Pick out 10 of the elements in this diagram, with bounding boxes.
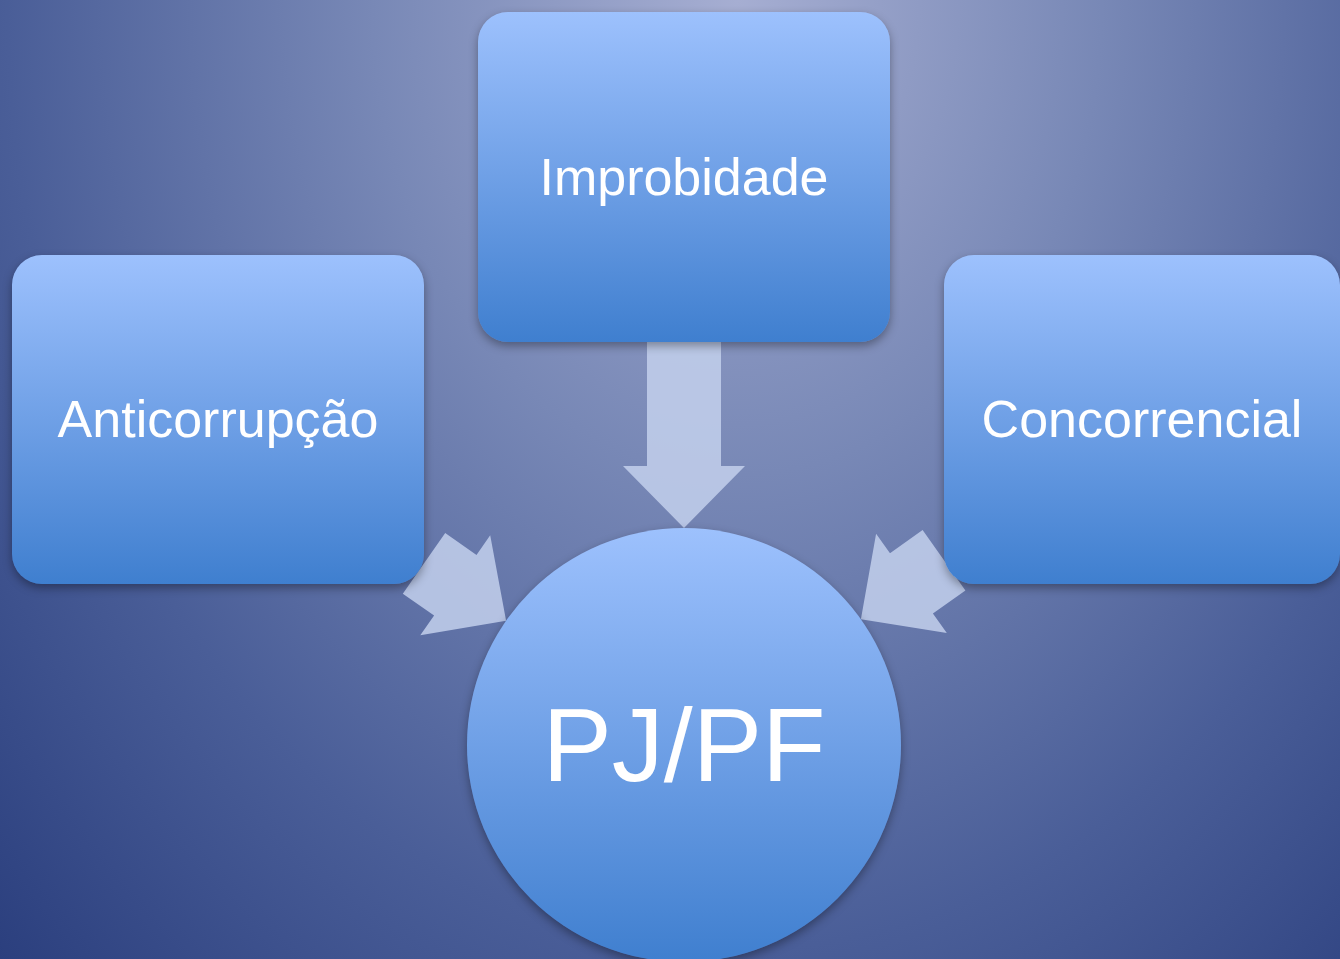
rounded-box: [944, 255, 1340, 584]
node-label: Concorrencial: [981, 389, 1303, 450]
block-arrow: [402, 533, 507, 636]
node-label: Improbidade: [539, 146, 829, 208]
block-arrow: [623, 342, 745, 528]
node-label: PJ/PF: [542, 693, 826, 797]
block-arrow: [860, 530, 966, 634]
rounded-box: [478, 12, 890, 342]
node-label: Anticorrupção: [57, 389, 379, 450]
rounded-box: [12, 255, 424, 584]
